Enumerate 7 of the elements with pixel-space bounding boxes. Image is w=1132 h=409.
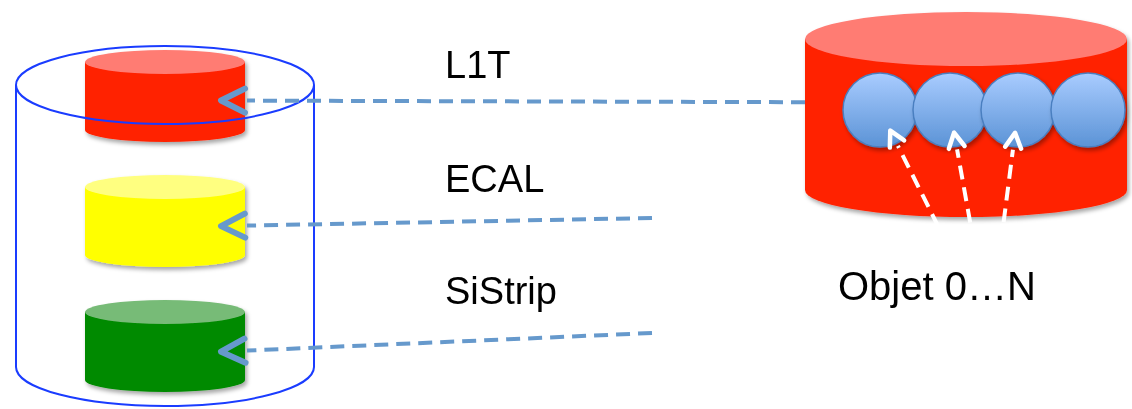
- edge-label: SiStrip: [445, 272, 557, 310]
- object-label: Objet 0…N: [838, 266, 1036, 306]
- dashed-arrow: [218, 331, 653, 366]
- edge-label: ECAL: [445, 160, 545, 198]
- dashed-arrow: [218, 85, 805, 116]
- dashed-arrow: [218, 210, 653, 241]
- edge-label: L1T: [445, 46, 511, 84]
